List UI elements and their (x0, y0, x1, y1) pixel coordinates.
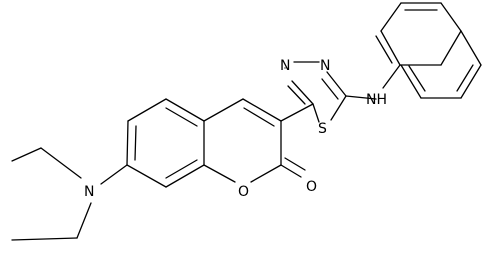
bond-c7-c6-inner (134, 125, 137, 161)
atom-o-ring: O (238, 184, 249, 200)
bond-n7-n8-inner (408, 65, 426, 92)
bond-n1-n2 (380, 30, 401, 66)
bond-c2t-n3-inner (287, 85, 306, 105)
bond-ethyl2-n-ch2 (76, 202, 92, 239)
atom-n-thiadiazole-2: N (320, 58, 330, 74)
bond-ethyl1-ch2-n (40, 147, 82, 179)
thiadiazole-ring (280, 61, 347, 123)
atom-n-thiadiazole-1: N (280, 58, 290, 74)
bond-n7-n8 (400, 64, 422, 99)
bond-ethyl1-ch3 (11, 147, 42, 162)
bond-c7-c6 (126, 120, 129, 166)
bond-n-aryl (100, 164, 128, 185)
bond-nh-naphthyl (382, 64, 401, 89)
bond-c5t-s (330, 95, 347, 121)
bond-n4a-n5 (460, 30, 482, 66)
bond-c5-c4a (165, 98, 205, 122)
bond-n5-n6-inner (456, 64, 474, 92)
bond-c8a-c8-inner (165, 159, 198, 179)
bond-c5-c4a-inner (165, 107, 198, 127)
bond-c4-c3 (242, 98, 282, 122)
bond-c3-thiadiazole (280, 103, 314, 122)
bond-n4a-n8a (440, 30, 462, 66)
bond-c4-c3-inner (243, 107, 275, 127)
bond-c2-o1 (250, 164, 282, 183)
diethylamino-group (11, 147, 128, 241)
bond-n4-n4a (440, 2, 462, 32)
bond-n4-c5t-inner (321, 78, 339, 100)
bond-c5t-nh (345, 95, 377, 100)
atom-n-diethylamino: N (84, 184, 94, 200)
bond-c2-carbonyl-a (280, 164, 302, 178)
naphthalene-ring-b (400, 30, 482, 99)
bond-c8-c7 (126, 164, 167, 188)
bond-c2-carbonyl-b (284, 157, 306, 171)
atom-s-thiadiazole: S (318, 121, 327, 137)
bond-n1-n2-inner (375, 35, 393, 64)
bond-c4a-c4 (203, 98, 244, 122)
bond-n5-n6 (460, 64, 482, 99)
bond-ethyl2-ch3 (11, 237, 78, 241)
pyranone-ring (203, 98, 306, 183)
bond-c8a-c8 (165, 164, 205, 188)
bond-c2t-n3 (291, 80, 314, 105)
bond-s-c2t (312, 103, 320, 123)
benzo-ring (126, 98, 205, 188)
naphthalene-ring-a (375, 2, 462, 66)
bond-c6-c5 (127, 98, 167, 122)
atom-nh-amine: NH (366, 92, 387, 108)
bond-o1-c8a (203, 164, 236, 183)
atom-o-carbonyl: O (306, 179, 317, 195)
bond-n4-c5t (326, 71, 347, 97)
bond-n2-n3 (380, 2, 402, 32)
